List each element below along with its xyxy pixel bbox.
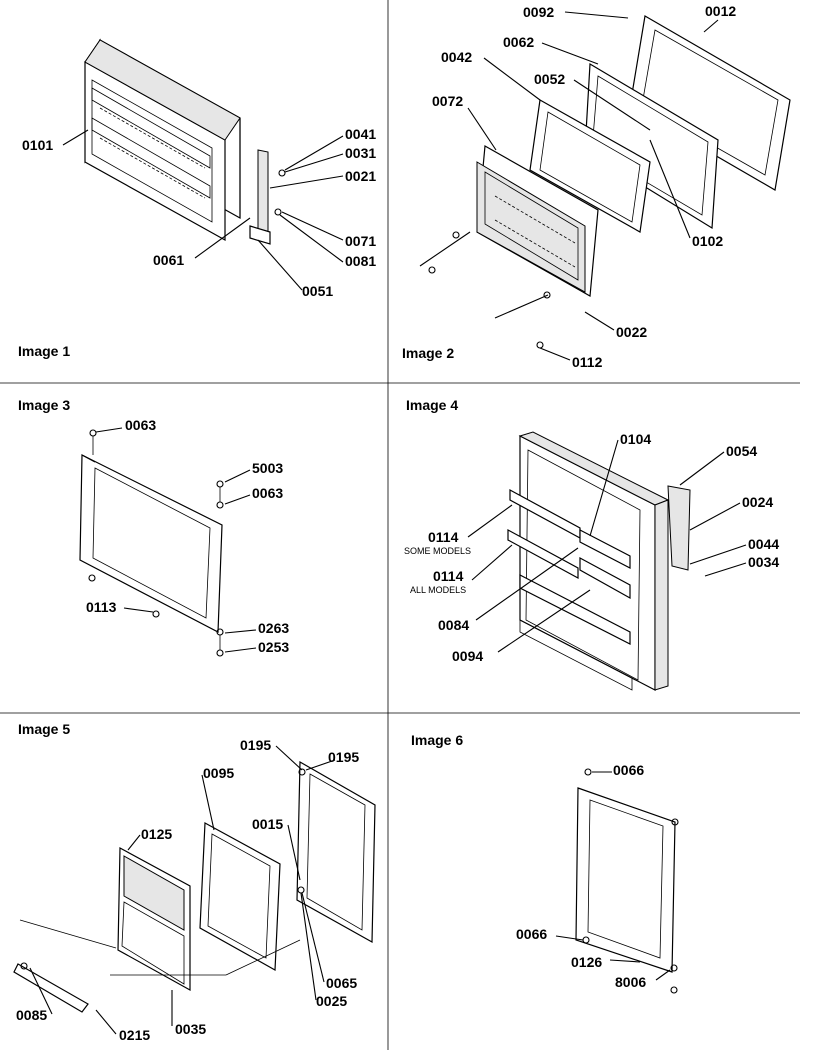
callout-label: 0054: [726, 443, 757, 459]
callout-label: 0031: [345, 145, 376, 161]
callout-label: 0094: [452, 648, 483, 664]
callout-label: 0263: [258, 620, 289, 636]
callout-label: 0112: [572, 354, 603, 370]
callout-label: 0072: [432, 93, 463, 109]
callout-label: 0101: [22, 137, 53, 153]
image-4-title: Image 4: [406, 397, 458, 413]
callout-label: 0025: [316, 993, 347, 1009]
callout-label: 0114: [433, 568, 464, 584]
callout-label: 0195: [240, 737, 271, 753]
callout-label: 0035: [175, 1021, 206, 1037]
callout-label: 0063: [252, 485, 283, 501]
all-models-note: ALL MODELS: [410, 585, 466, 595]
callout-label: 0066: [613, 762, 644, 778]
callout-label: 0065: [326, 975, 357, 991]
callout-label: 0034: [748, 554, 779, 570]
callout-label: 0092: [523, 4, 554, 20]
callout-label: 0015: [252, 816, 283, 832]
callout-label: 5003: [252, 460, 283, 476]
image-4-drawing: [467, 431, 747, 691]
callout-label: 0081: [345, 253, 376, 269]
image-2-title: Image 2: [402, 345, 454, 361]
image-1-drawing: [62, 38, 344, 291]
callout-label: 0195: [328, 749, 359, 765]
image-3-title: Image 3: [18, 397, 70, 413]
callout-label: 0126: [571, 954, 602, 970]
image-3-drawing: [79, 427, 257, 657]
callout-label: 0062: [503, 34, 534, 50]
callout-label: 0253: [258, 639, 289, 655]
callout-label: 0022: [616, 324, 647, 340]
callout-label: 0012: [705, 3, 736, 19]
callout-label: 0063: [125, 417, 156, 433]
callout-label: 0061: [153, 252, 184, 268]
callout-label: 0102: [692, 233, 723, 249]
callout-label: 0113: [86, 599, 117, 615]
image-6-title: Image 6: [411, 732, 463, 748]
image-1-title: Image 1: [18, 343, 70, 359]
callout-label: 0084: [438, 617, 469, 633]
callout-label: 0051: [302, 283, 333, 299]
image-5-title: Image 5: [18, 721, 70, 737]
callout-label: 0052: [534, 71, 565, 87]
image-5-drawing: [13, 745, 376, 1035]
image-2-drawing: [419, 11, 791, 361]
callout-label: 0095: [203, 765, 234, 781]
callout-label: 0114: [428, 529, 459, 545]
callout-label: 0021: [345, 168, 376, 184]
callout-label: 0044: [748, 536, 779, 552]
callout-label: 0042: [441, 49, 472, 65]
callout-label: 0024: [742, 494, 773, 510]
callout-label: 0085: [16, 1007, 47, 1023]
callout-label: 8006: [615, 974, 646, 990]
callout-label: 0215: [119, 1027, 150, 1043]
callout-label: 0104: [620, 431, 651, 447]
callout-label: 0071: [345, 233, 376, 249]
image-6-drawing: [555, 768, 679, 994]
callout-label: 0066: [516, 926, 547, 942]
callout-label: 0041: [345, 126, 376, 142]
some-models-note: SOME MODELS: [404, 546, 471, 556]
callout-label: 0125: [141, 826, 172, 842]
